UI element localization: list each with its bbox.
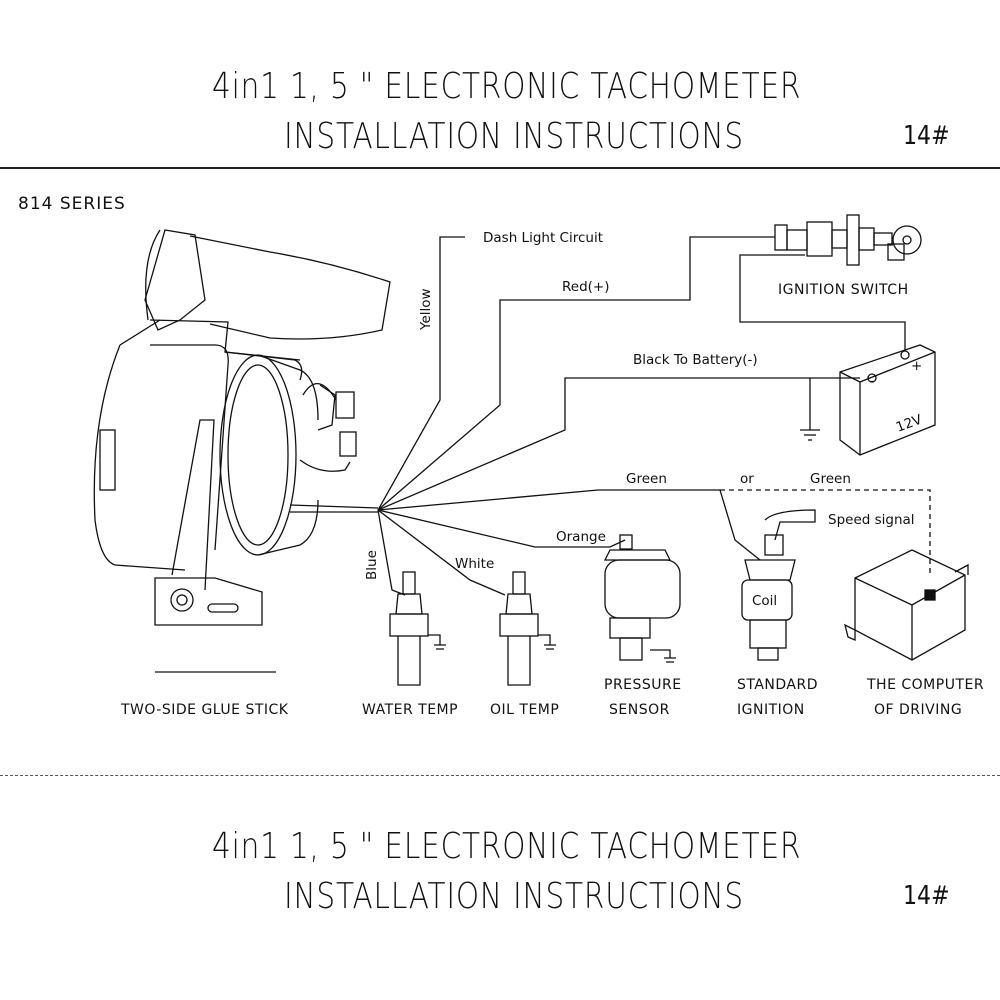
series-label: 814 SERIES — [18, 194, 126, 214]
tachometer-gauge-icon — [93, 229, 391, 626]
wire-green — [377, 489, 761, 561]
oil-temp-sensor-icon — [499, 571, 556, 686]
caption-pressure-1: PRESSURE — [604, 677, 682, 693]
driving-computer-icon — [844, 549, 969, 661]
ignition-coil-icon — [741, 509, 816, 661]
header-rule — [0, 167, 1000, 169]
wire-label-or: or — [740, 471, 754, 487]
coil-label: Coil — [752, 593, 777, 609]
page-title-line1: 4in1 1, 5 " ELECTRONIC TACHOMETER — [212, 66, 802, 107]
wire-label-white: White — [455, 556, 494, 572]
caption-computer-1: THE COMPUTER — [866, 677, 984, 693]
wire-white — [377, 509, 506, 596]
footer-title-line1: 4in1 1, 5 " ELECTRONIC TACHOMETER — [212, 826, 802, 867]
wire-yellow — [377, 236, 465, 511]
wire-ignition-to-battery — [739, 254, 906, 350]
ground-icon — [800, 429, 820, 441]
footer-title-line2: INSTALLATION INSTRUCTIONS — [284, 876, 744, 917]
battery-minus-label: - — [870, 373, 875, 389]
battery-plus-label: + — [911, 358, 922, 374]
page-title-line2: INSTALLATION INSTRUCTIONS — [284, 116, 744, 157]
caption-computer-2: OF DRIVING — [874, 702, 962, 718]
wire-orange — [377, 509, 626, 548]
reference-number: 14# — [903, 121, 950, 151]
wiring-diagram: Yellow Dash Light Circuit Red(+) Black T… — [93, 214, 984, 718]
wire-label-yellow: Yellow — [418, 288, 434, 331]
water-temp-sensor-icon — [389, 571, 446, 686]
wire-label-orange: Orange — [556, 529, 606, 545]
caption-oil-temp: OIL TEMP — [490, 702, 559, 718]
wire-label-green-2: Green — [810, 471, 851, 487]
battery-icon — [839, 344, 936, 456]
wire-green-speed — [720, 489, 931, 575]
pressure-sensor-icon — [603, 534, 681, 663]
wire-label-dash-light: Dash Light Circuit — [483, 230, 603, 246]
caption-water-temp: WATER TEMP — [362, 702, 458, 718]
wire-label-speed-signal: Speed signal — [828, 512, 915, 528]
cut-line — [0, 775, 1000, 776]
wire-label-red: Red(+) — [562, 279, 610, 295]
caption-pressure-2: SENSOR — [609, 702, 670, 718]
ignition-switch-icon — [774, 214, 922, 266]
wire-label-black: Black To Battery(-) — [633, 352, 758, 368]
wire-red — [377, 236, 775, 511]
label-ignition-switch: IGNITION SWITCH — [778, 282, 909, 298]
footer-reference-number: 14# — [903, 881, 950, 911]
wire-blue — [377, 509, 406, 596]
battery-voltage-label: 12V — [894, 411, 925, 435]
caption-ignition-1: STANDARD — [737, 677, 818, 693]
caption-glue-stick: TWO-SIDE GLUE STICK — [120, 702, 289, 718]
wire-label-blue: Blue — [364, 550, 380, 580]
wire-label-green-1: Green — [626, 471, 667, 487]
caption-ignition-2: IGNITION — [737, 702, 805, 718]
wire-black — [377, 377, 860, 511]
